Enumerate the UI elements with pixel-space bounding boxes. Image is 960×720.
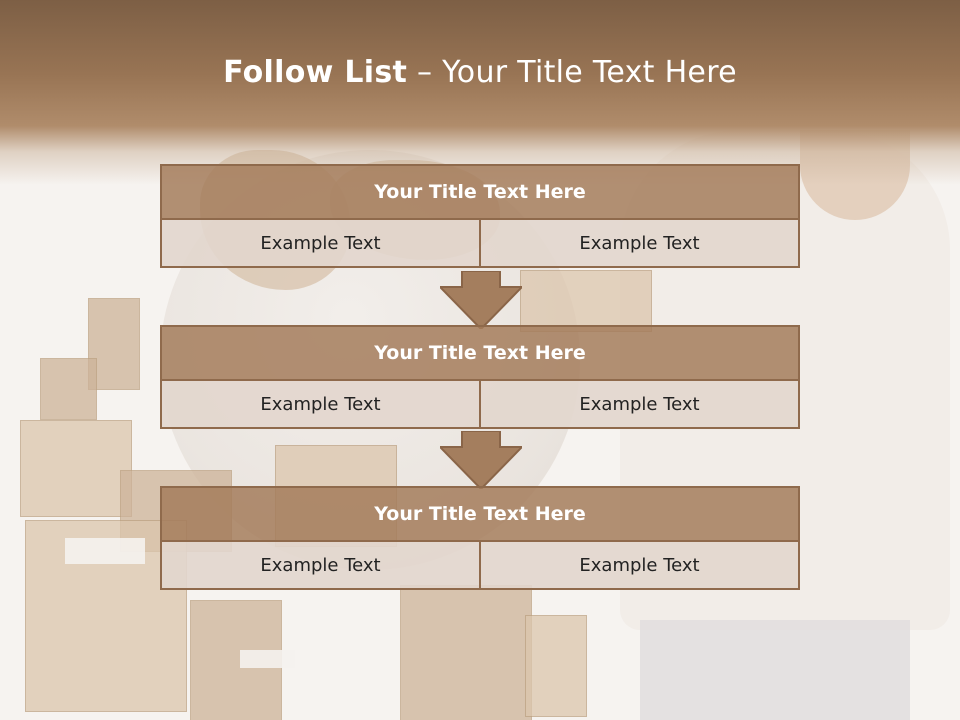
cardboard-box <box>20 420 132 517</box>
block-cell-right: Example Text <box>481 381 800 429</box>
slide-title-rest: – Your Title Text Here <box>407 55 737 90</box>
block-row: Example Text Example Text <box>160 381 800 429</box>
down-arrow-icon <box>440 271 522 329</box>
block-title: Your Title Text Here <box>160 325 800 381</box>
list-block-3: Your Title Text Here Example Text Exampl… <box>160 486 800 590</box>
block-title: Your Title Text Here <box>160 486 800 542</box>
cardboard-box <box>40 358 97 420</box>
cardboard-box <box>525 615 587 717</box>
cardboard-box <box>520 270 652 332</box>
block-cell-left: Example Text <box>160 381 481 429</box>
header-band <box>0 0 960 185</box>
block-row: Example Text Example Text <box>160 542 800 590</box>
down-arrow-icon <box>440 431 522 489</box>
block-cell-right: Example Text <box>481 542 800 590</box>
block-row: Example Text Example Text <box>160 220 800 268</box>
slide-title: Follow List – Your Title Text Here <box>0 55 960 90</box>
block-cell-left: Example Text <box>160 220 481 268</box>
box-label <box>240 650 295 668</box>
slide-title-bold: Follow List <box>223 55 408 90</box>
cardboard-box <box>400 585 532 720</box>
box-label <box>65 538 145 564</box>
block-cell-left: Example Text <box>160 542 481 590</box>
person-jeans <box>640 620 910 720</box>
list-block-1: Your Title Text Here Example Text Exampl… <box>160 164 800 268</box>
block-cell-right: Example Text <box>481 220 800 268</box>
block-title: Your Title Text Here <box>160 164 800 220</box>
list-block-2: Your Title Text Here Example Text Exampl… <box>160 325 800 429</box>
